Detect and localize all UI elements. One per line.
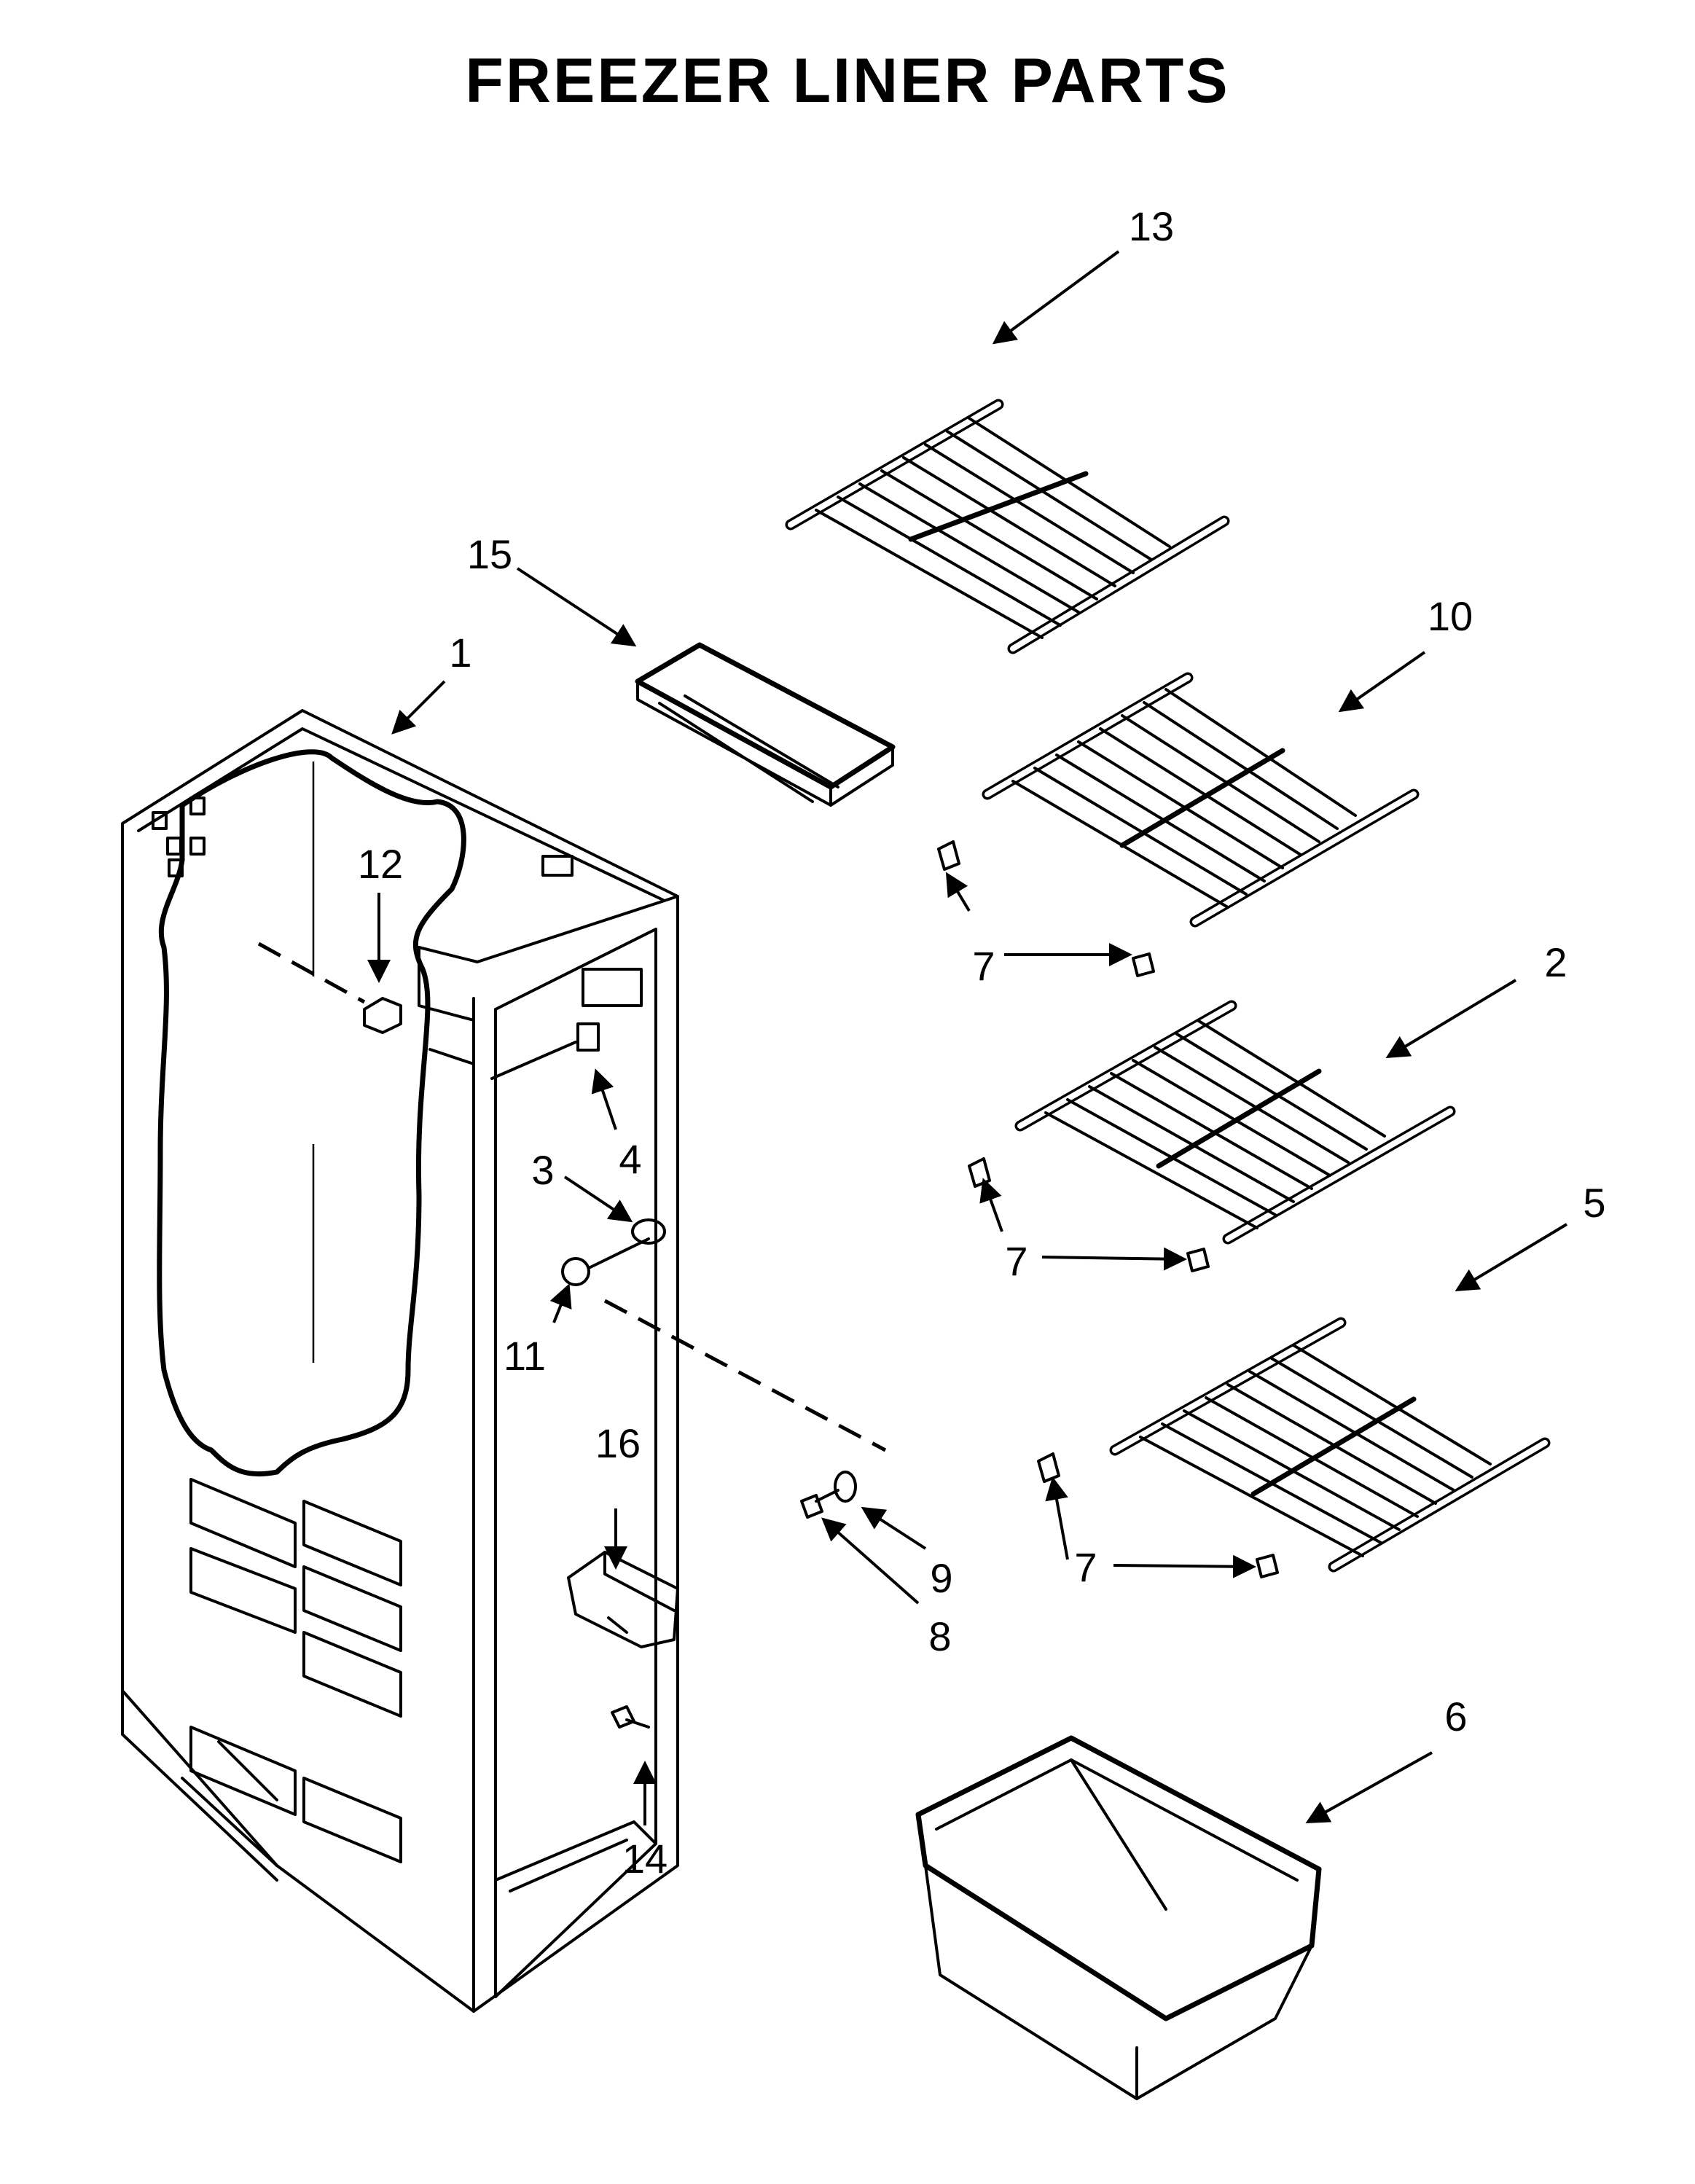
callout-7c: 7	[1074, 1544, 1097, 1590]
leader-arrows	[367, 250, 1568, 1825]
switch-4	[490, 1022, 600, 1080]
callout-15: 15	[467, 531, 512, 577]
callout-11: 11	[504, 1333, 546, 1379]
screw-8-washer-9	[800, 1471, 857, 1519]
liner-panels	[189, 1478, 402, 1863]
light-socket-3	[631, 1218, 666, 1245]
shelf-2	[1014, 1000, 1456, 1245]
ice-cube-tray	[635, 642, 896, 807]
dashed-guide	[603, 1299, 887, 1452]
callout-6: 6	[1444, 1694, 1467, 1739]
callout-8: 8	[928, 1613, 951, 1659]
callout-5: 5	[1583, 1180, 1605, 1226]
callout-1: 1	[449, 630, 471, 676]
callout-2: 2	[1544, 939, 1567, 985]
callout-4: 4	[619, 1136, 641, 1182]
shelf-10	[982, 672, 1420, 928]
callout-3: 3	[531, 1147, 554, 1193]
light-bulb-11	[561, 1237, 650, 1286]
callouts: 13 15 1 10 12 7 2 4 3 5 11 7 16 7 9 8 6 …	[358, 203, 1606, 1882]
callout-12: 12	[358, 841, 403, 887]
shelf-13	[785, 399, 1230, 654]
freezer-bin	[915, 1735, 1322, 2100]
callout-9: 9	[930, 1555, 952, 1601]
freezer-liner	[121, 709, 679, 2013]
callout-14: 14	[622, 1836, 668, 1882]
light-shield-16	[567, 1551, 679, 1648]
callout-16: 16	[595, 1420, 641, 1466]
screw-14	[611, 1705, 650, 1729]
callout-10: 10	[1428, 593, 1473, 639]
shelf-5	[1109, 1317, 1551, 1573]
callout-13: 13	[1129, 203, 1174, 249]
callout-7b: 7	[1005, 1238, 1027, 1284]
shelf-bracket-12	[257, 942, 402, 1034]
callout-7a: 7	[972, 943, 995, 989]
diagram-title: FREEZER LINER PARTS	[465, 46, 1230, 116]
